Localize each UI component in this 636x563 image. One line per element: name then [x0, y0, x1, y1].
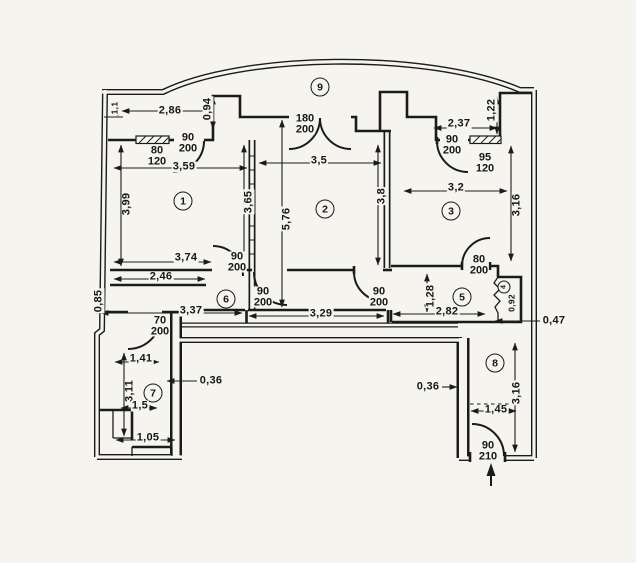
dim-0-92: 0,92	[506, 293, 517, 313]
entrance-arrow	[486, 463, 496, 486]
dim-1-41: 1,41	[128, 352, 154, 365]
dim-5-76: 5,76	[280, 206, 293, 232]
dim-1-28: 1,28	[424, 283, 437, 309]
dim-1-1: 1,1	[109, 100, 120, 116]
dim-3-16-room3: 3,16	[510, 192, 523, 218]
dim-3-8: 3,8	[375, 186, 388, 206]
dim-0-36-right: 0,36	[415, 380, 441, 393]
dim-0-47: 0,47	[541, 314, 567, 327]
window-room3-symbol	[469, 135, 502, 145]
dim-1-05: 1,05	[135, 431, 161, 444]
dim-3-16-room8: 3,16	[510, 380, 523, 406]
room-number-2: 2	[315, 199, 335, 219]
dim-1-45: 1,45	[483, 403, 509, 416]
dim-3-29: 3,29	[308, 307, 334, 320]
window-room1-symbol	[135, 135, 170, 145]
dim-2-86: 2,86	[157, 104, 183, 117]
dim-0-85: 0,85	[92, 288, 105, 314]
room-number-3: 3	[441, 201, 461, 221]
dim-1-22: 1,22	[485, 97, 498, 123]
dim-3-65: 3,65	[242, 189, 255, 215]
dim-3-37: 3,37	[178, 304, 204, 317]
exterior-walls	[94, 58, 537, 461]
dim-3-5: 3,5	[309, 154, 329, 167]
dim-3-74: 3,74	[173, 251, 199, 264]
dim-3-2: 3,2	[446, 181, 466, 194]
room-number-7: 7	[143, 383, 163, 403]
dim-2-46: 2,46	[148, 270, 174, 283]
dim-1-5: 1,5	[130, 399, 150, 412]
room-number-4: 4	[497, 280, 511, 294]
dim-3-99: 3,99	[120, 191, 133, 217]
dim-0-94: 0,94	[201, 96, 214, 122]
room-number-1: 1	[173, 191, 193, 211]
dim-2-37: 2,37	[446, 117, 472, 130]
dim-3-59: 3,59	[171, 160, 197, 173]
dim-0-36-left: 0,36	[198, 374, 224, 387]
room-number-8: 8	[485, 353, 505, 373]
room-number-6: 6	[216, 289, 236, 309]
room-number-9: 9	[310, 77, 330, 97]
room-number-5: 5	[452, 287, 472, 307]
dim-2-82: 2,82	[434, 305, 460, 318]
